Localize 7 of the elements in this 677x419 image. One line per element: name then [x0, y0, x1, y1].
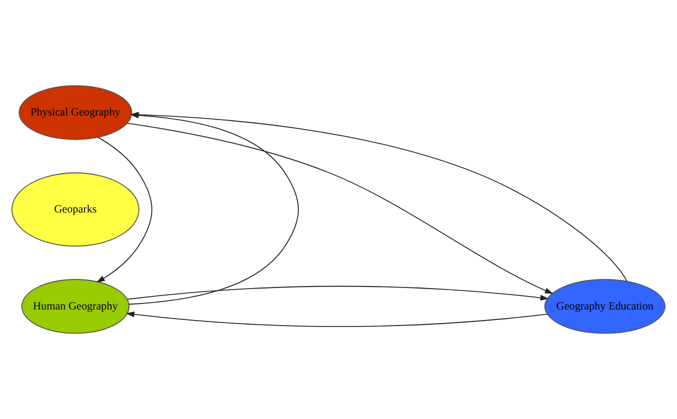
node-ellipse: Physical Geography	[18, 85, 132, 140]
node-ellipse: Geoparks	[11, 172, 140, 247]
arrow	[96, 136, 152, 283]
arrow	[126, 311, 548, 328]
node-ellipse: Human Geography	[21, 279, 130, 334]
arrow	[126, 286, 549, 301]
arrow	[126, 122, 554, 294]
